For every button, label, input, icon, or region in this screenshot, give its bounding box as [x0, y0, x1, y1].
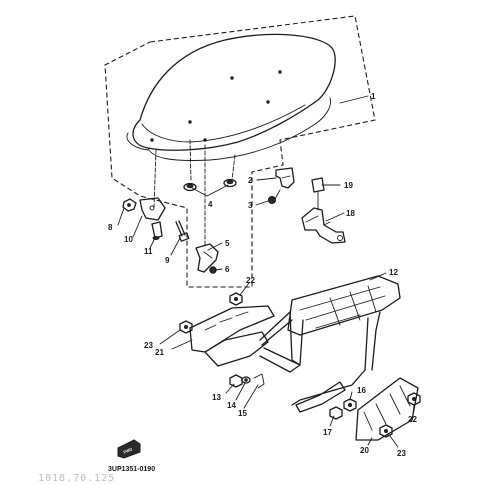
nut-22-right	[407, 392, 421, 406]
watermark: 1018.70.125	[38, 473, 115, 484]
collar-11	[151, 221, 163, 240]
bolt-9	[175, 220, 190, 242]
clip-15	[253, 373, 265, 389]
callout-17: 17	[323, 428, 332, 437]
front-seat-bracket	[139, 197, 166, 221]
rear-carrier	[259, 275, 401, 413]
callout-10: 10	[124, 235, 133, 244]
washer-14	[241, 376, 251, 384]
callout-8: 8	[108, 223, 113, 232]
callout-4: 4	[208, 200, 213, 209]
callout-19: 19	[344, 181, 353, 190]
callout-3: 3	[248, 201, 253, 210]
assembly-outline-dashed	[104, 15, 376, 288]
svg-text:FWD: FWD	[123, 447, 133, 455]
seat-bracket	[275, 167, 295, 189]
bolt-13	[229, 374, 243, 388]
fwd-arrow-icon: FWD	[117, 439, 141, 459]
drawing-code: 3UP1351-0190	[108, 466, 155, 473]
leader-lines	[117, 95, 415, 448]
callout-20: 20	[360, 446, 369, 455]
side-cover	[189, 305, 275, 367]
callout-6: 6	[225, 265, 230, 274]
seat-hook	[195, 243, 219, 273]
callout-16: 16	[357, 386, 366, 395]
callout-21: 21	[155, 348, 164, 357]
callout-13: 13	[212, 393, 221, 402]
nut-17	[329, 406, 343, 420]
callout-18: 18	[346, 209, 355, 218]
seat-lock	[301, 207, 346, 244]
callout-5: 5	[225, 239, 230, 248]
callout-22-right: 22	[408, 415, 417, 424]
callout-14: 14	[227, 401, 236, 410]
bolt-23-right	[379, 424, 393, 438]
callout-22-top: 22	[246, 276, 255, 285]
callout-9: 9	[165, 256, 170, 265]
bolt-23-left	[179, 320, 193, 334]
nut-8	[122, 198, 137, 212]
bolt-3	[268, 189, 281, 204]
callout-11: 11	[144, 247, 153, 256]
bolt-16	[343, 398, 357, 412]
seat-damper	[183, 178, 237, 192]
callout-1: 1	[371, 92, 376, 101]
nut-22-top	[229, 292, 243, 306]
callout-15: 15	[238, 409, 247, 418]
bolt-19	[311, 177, 325, 211]
callout-23-right: 23	[397, 449, 406, 458]
seat	[126, 33, 336, 161]
callout-12: 12	[389, 268, 398, 277]
callout-2: 2	[248, 176, 253, 185]
callout-23-left: 23	[144, 341, 153, 350]
grab-handle	[355, 377, 419, 441]
